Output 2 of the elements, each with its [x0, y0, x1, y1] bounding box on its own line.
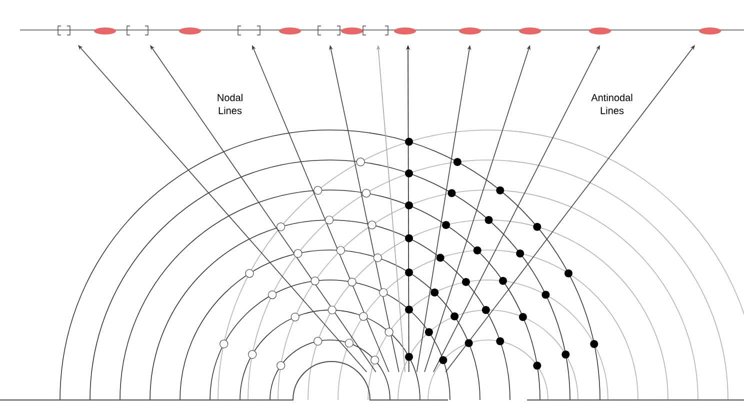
- line-label: Antinodal Lines: [585, 92, 639, 116]
- line-label: Nodal Lines: [212, 92, 248, 116]
